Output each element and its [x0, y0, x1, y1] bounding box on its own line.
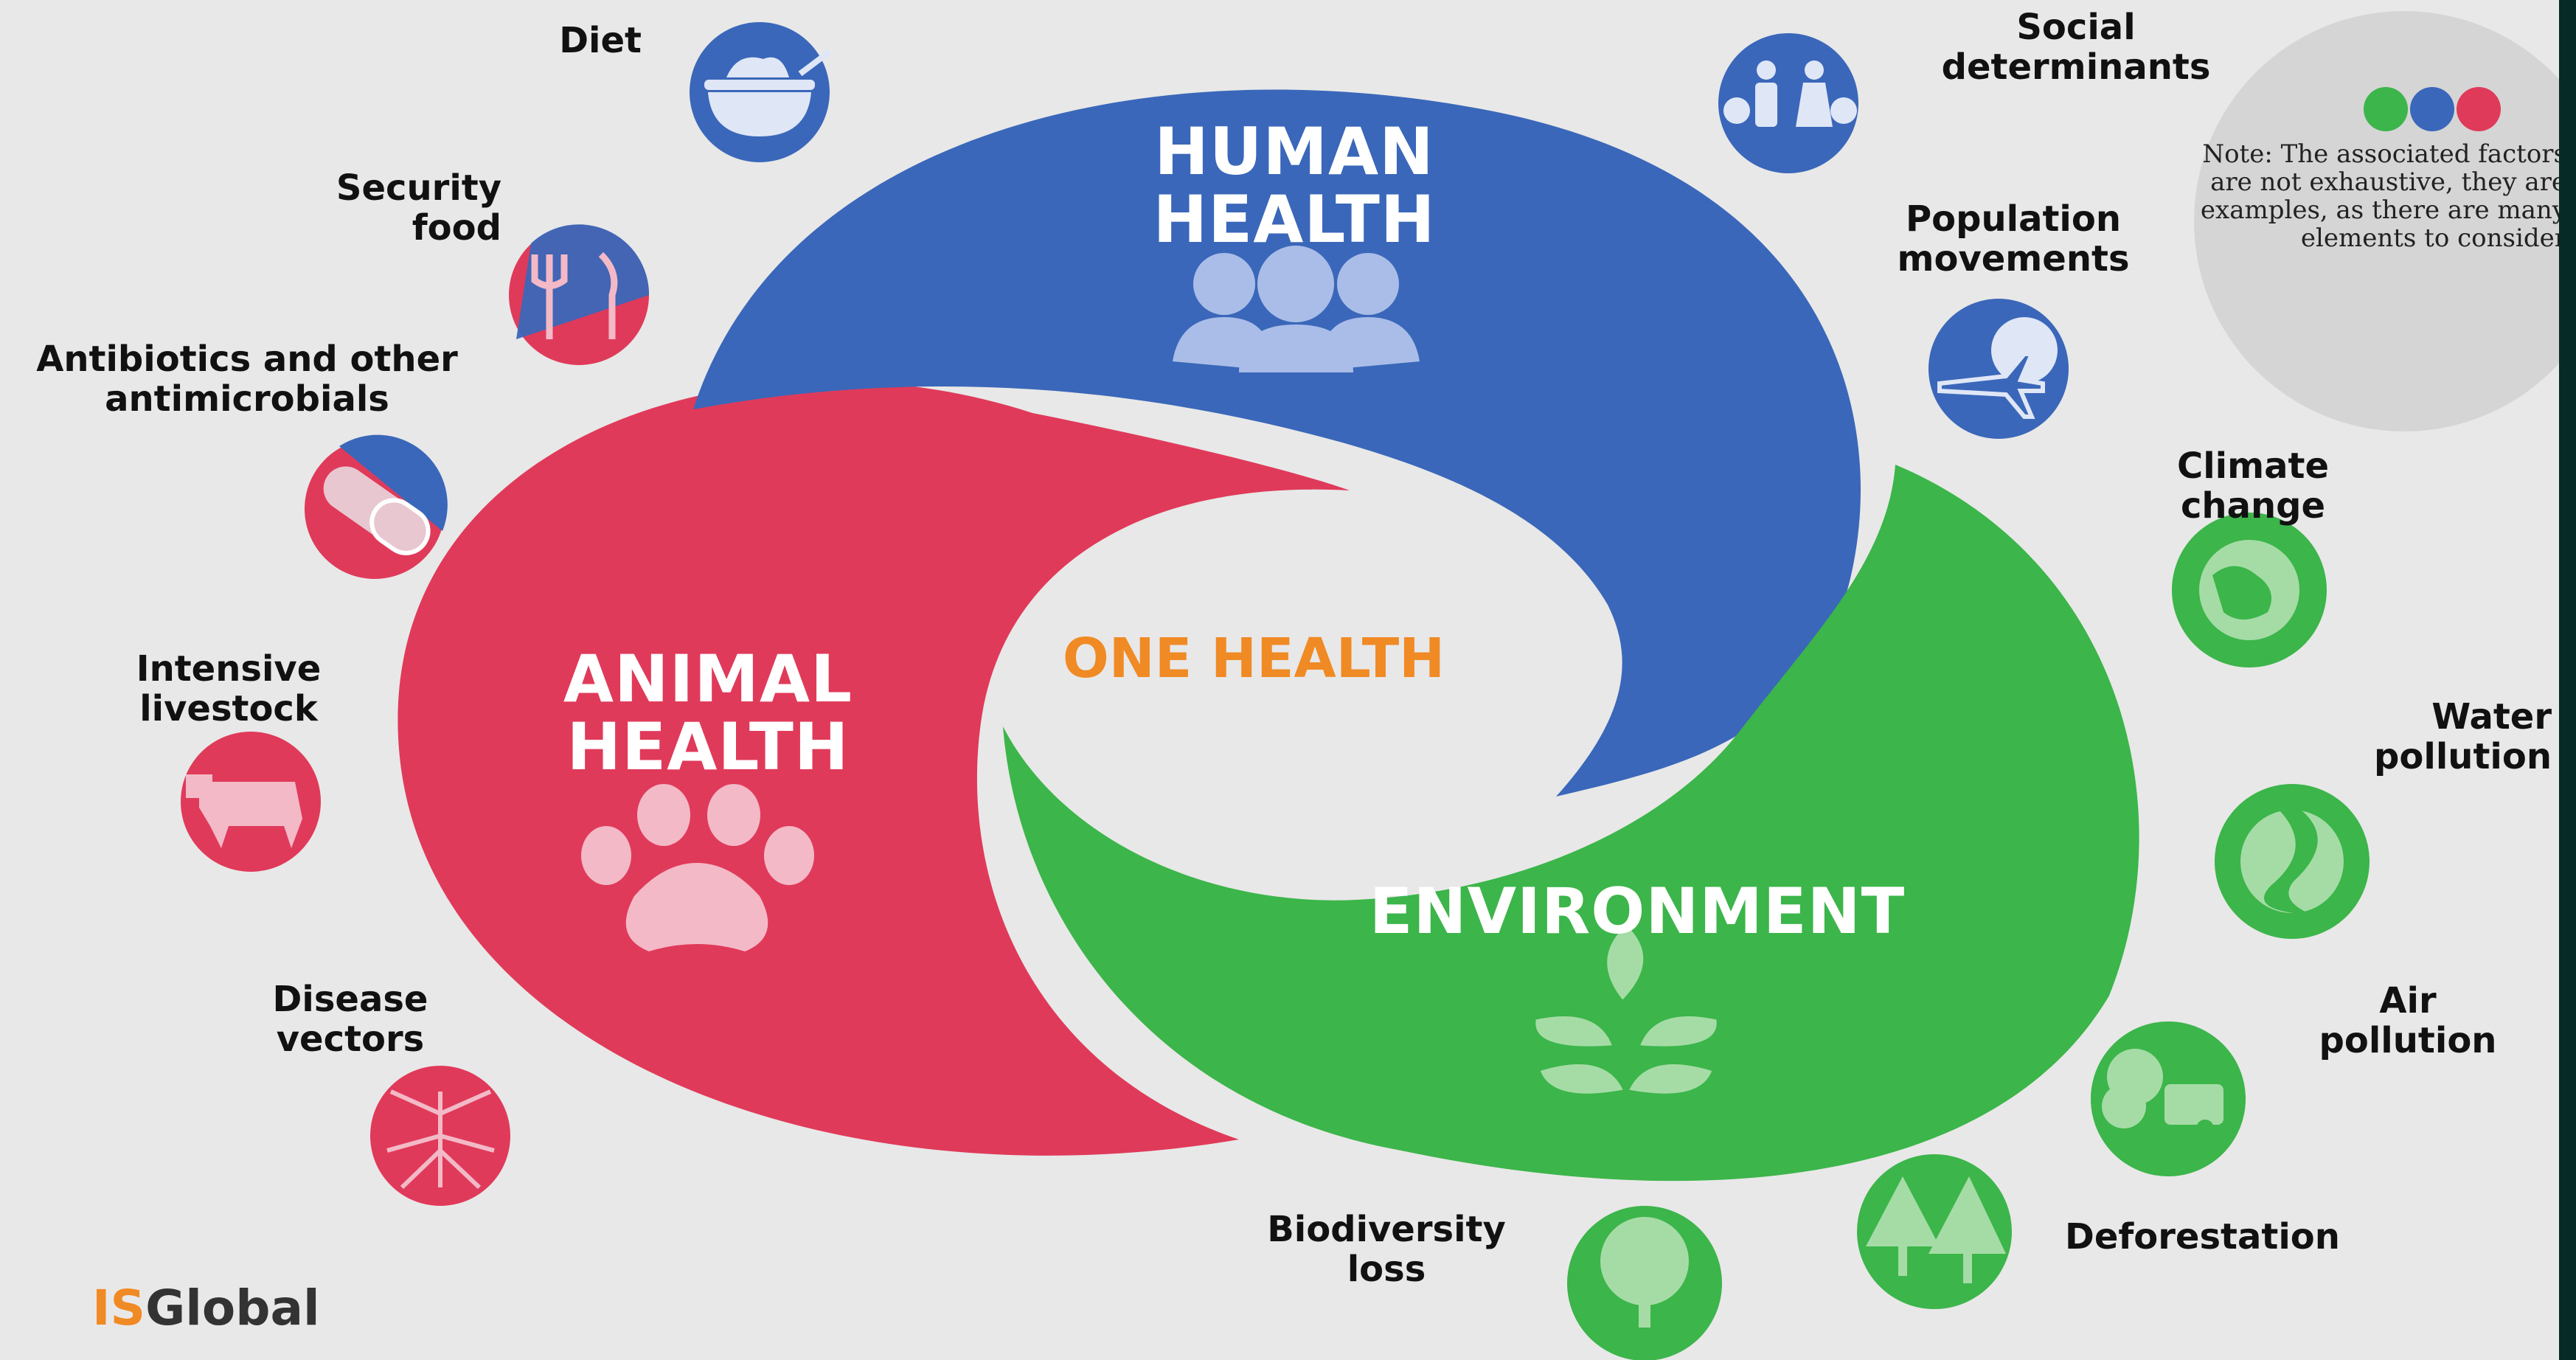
pill-icon: [305, 434, 448, 579]
label-security-food: Security food: [336, 167, 501, 249]
label-population-movements: Population movements: [1897, 198, 2130, 280]
globe-icon: [2172, 513, 2327, 667]
label-diet: Diet: [559, 20, 642, 61]
human-health-title: HUMAN HEALTH: [1153, 114, 1436, 257]
cow-icon: [181, 732, 321, 872]
paw-icon: [581, 784, 814, 951]
legend-dot-red: [2457, 87, 2501, 131]
label-social-determinants: Social determinants: [1941, 7, 2211, 88]
one-health-title: ONE HEALTH: [1062, 627, 1445, 690]
isglobal-logo: ISGlobal: [92, 1280, 320, 1336]
social-determinants-icon: [1718, 33, 1858, 173]
smoke-truck-icon: [2091, 1021, 2246, 1176]
legend-dot-green: [2364, 87, 2408, 131]
legend-dot-blue: [2410, 87, 2454, 131]
river-icon: [2215, 784, 2370, 939]
label-deforestation: Deforestation: [2065, 1216, 2340, 1257]
label-disease-vectors: Disease vectors: [272, 979, 428, 1060]
environment-title: ENVIRONMENT: [1369, 875, 1906, 948]
tree-icon: [1567, 1206, 1722, 1360]
animal-health-title: ANIMAL HEALTH: [563, 641, 853, 785]
label-antibiotics: Antibiotics and other antimicrobials: [36, 339, 458, 420]
label-biodiversity-loss: Biodiversity loss: [1267, 1209, 1506, 1290]
leaves-icon: [1531, 918, 1721, 1098]
label-climate-change: Climate change: [2176, 445, 2330, 527]
label-water-pollution: Water pollution: [2374, 696, 2552, 777]
people-icon: [1173, 246, 1420, 372]
trees-icon: [1857, 1154, 2012, 1309]
environment-swirl: [1003, 465, 2139, 1182]
right-edge-bar: [2559, 0, 2576, 1360]
animal-health-swirl: [397, 381, 1350, 1156]
note-text: Note: The associated factors are not exh…: [2200, 139, 2566, 253]
airplane-globe-icon: [1928, 299, 2069, 439]
human-health-swirl: [693, 89, 1861, 797]
food-security-icon: [509, 224, 650, 365]
logo-prefix: IS: [92, 1280, 146, 1336]
mosquito-icon: [370, 1066, 510, 1206]
logo-suffix: Global: [145, 1280, 320, 1336]
label-intensive-livestock: Intensive livestock: [136, 648, 322, 729]
label-air-pollution: Air pollution: [2319, 980, 2497, 1061]
diet-icon: [690, 22, 832, 162]
